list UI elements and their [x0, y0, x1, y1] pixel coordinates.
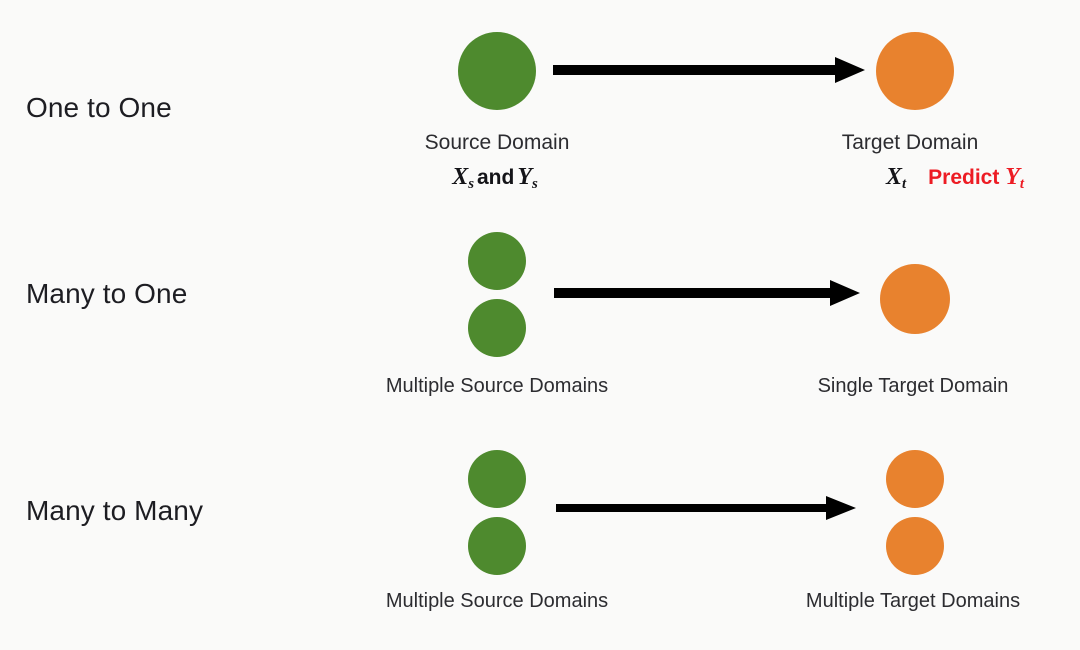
target-domain-caption: Target Domain: [841, 131, 979, 154]
target-domain-circle: [886, 517, 944, 575]
source-domain-circle: [468, 517, 526, 575]
predict-y-symbol: Yt: [1005, 164, 1025, 193]
target-domains-caption: Multiple Target Domains: [805, 590, 1021, 612]
target-domain-caption: Single Target Domain: [817, 375, 1009, 397]
transfer-arrow-one-to-one: [553, 56, 865, 84]
source-domain-circle: [458, 32, 536, 110]
source-domains-caption: Multiple Source Domains: [385, 375, 609, 397]
source-domain-circle: [468, 299, 526, 357]
predict-annotation: Predict Yt: [928, 164, 1025, 193]
target-x-symbol: Xt: [885, 164, 907, 193]
source-domain-circle: [468, 232, 526, 290]
source-x-symbol: Xs: [452, 164, 474, 193]
row-label-many-to-many: Many to Many: [26, 495, 204, 526]
target-domain-circle: [880, 264, 950, 334]
row-label-many-to-one: Many to One: [26, 278, 188, 309]
target-domain-math: Xt Predict Yt: [886, 164, 1024, 193]
target-domain-circle: [876, 32, 954, 110]
target-domain-circle: [886, 450, 944, 508]
source-domain-caption: Source Domain: [424, 131, 570, 154]
source-domain-circle: [468, 450, 526, 508]
row-label-one-to-one: One to One: [26, 92, 172, 123]
row-many-to-many: Many to Many Multiple Source Domains Mul…: [0, 432, 1080, 650]
transfer-arrow-many-to-many: [556, 494, 856, 522]
source-math-conjunction: and: [477, 166, 515, 189]
source-y-symbol: Ys: [517, 164, 538, 193]
row-many-to-one: Many to One Multiple Source Domains Sing…: [0, 215, 1080, 430]
transfer-arrow-many-to-one: [554, 279, 860, 307]
source-domains-caption: Multiple Source Domains: [385, 590, 609, 612]
